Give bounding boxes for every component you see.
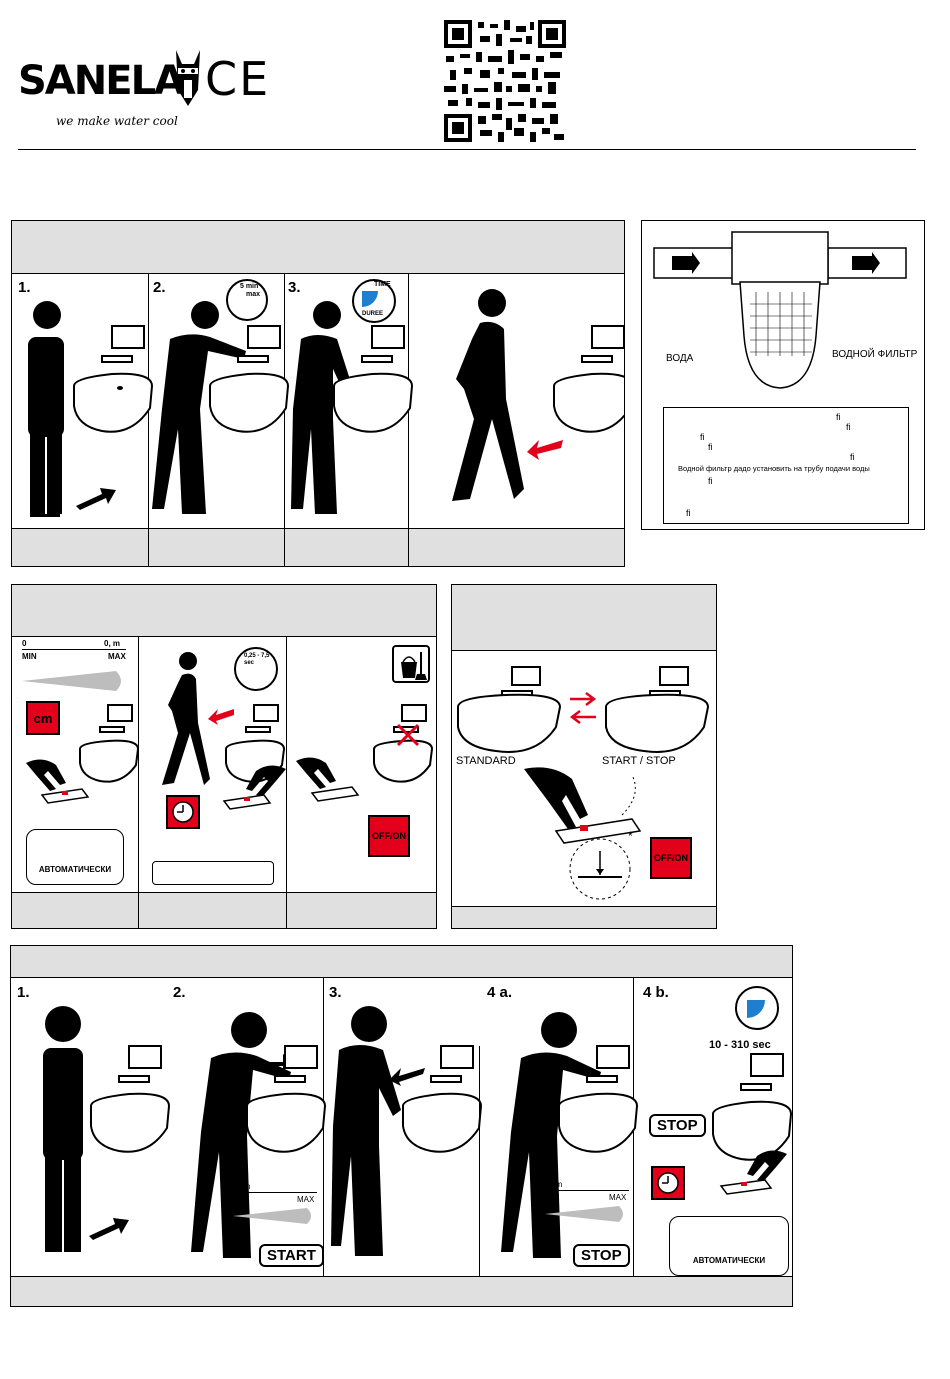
sensor-range-icon [545,1206,623,1222]
step-2-number: 2. [173,984,186,1001]
filter-note: Водной фильтр дадо установить на трубу п… [678,464,870,473]
ce-mark: CE [205,52,271,106]
standing-person-icon [43,1006,83,1252]
qr-code-icon [444,20,566,142]
basin-icon [90,1045,171,1153]
section-settings: 0 0, m MIN MAX cm АВТОМАТИЧЕСКИ 0,25 - 7… [11,584,437,929]
auto-note-box: АВТОМАТИЧЕСКИ [669,1216,789,1276]
basin-icon [712,1053,792,1161]
water-label: ВОДА [666,353,694,364]
standard-label: STANDARD [456,755,516,767]
basin-standard-icon [457,666,562,753]
swap-arrows-icon [569,692,597,724]
section-usage-steps: 1. 2. 3. 5 min max TI [11,220,625,567]
section-startstop-steps: 1. 2. 3. 4 a. 4 b. 5 cm MIN MAX START [10,945,793,1307]
dial-time-icon [735,986,779,1030]
washing-person-icon [331,1006,401,1256]
cleaning-bucket-icon [392,645,430,683]
arrow-forward-icon [389,1068,425,1086]
arrow-forward-icon [76,488,116,510]
step-1-number: 1. [18,279,31,296]
basin-icon [209,325,290,433]
stop-label: STOP [573,1244,630,1267]
reaching-person-icon [501,1012,601,1258]
hand-remote-icon [719,1150,787,1195]
arrow-forward-icon [89,1218,129,1240]
clock-icon [172,801,194,823]
reaching-person-icon [152,301,246,514]
clock-button[interactable] [166,795,200,829]
brand-name: SANELA [18,58,185,104]
clock-icon [657,1172,679,1194]
standing-person-icon [28,301,64,517]
sensor-range-icon [233,1208,311,1224]
step-2-number: 2. [153,279,166,296]
disabled-x-icon [396,723,420,747]
basin-icon [558,1045,639,1153]
header-rule [18,149,916,150]
basin-icon [373,704,434,783]
brand-tagline: we make water cool [56,114,178,128]
raccoon-logo-icon [176,50,200,106]
step-1-number: 1. [17,984,30,1001]
basin-icon [402,1045,483,1153]
offon-button[interactable]: OFF/ON [368,815,410,857]
time-range-label: 10 - 310 sec [709,1039,771,1051]
basin-icon [246,1045,327,1153]
walking-person-icon [452,289,524,501]
dial-time-icon: TIME DUREE [352,279,396,323]
start-label: START [259,1244,324,1267]
basin-icon [333,325,414,433]
auto-note-box: АВТОМАТИЧЕСКИ [26,829,124,885]
hand-remote-icon [524,767,642,844]
cm-button[interactable]: cm [26,701,60,735]
step-3-number: 3. [329,984,342,1001]
hand-remote-icon [222,765,286,810]
water-filter-icon [653,231,907,389]
clock-button[interactable] [651,1166,685,1200]
stop-label: STOP [649,1114,706,1137]
filter-panel: ВОДА ВОДНОЙ ФИЛЬТР ﬁ ﬁ ﬁ ﬁ ﬁ Водной филь… [641,220,925,530]
reaching-person-icon [191,1012,291,1258]
step-3-number: 3. [288,279,301,296]
arrow-away-icon [208,709,234,725]
filter-label: ВОДНОЙ ФИЛЬТР [832,349,918,360]
step-4b-number: 4 b. [643,984,669,1001]
dial-sec-icon: 0,25 - 7,5 sec [234,647,278,691]
hand-remote-icon [26,759,90,804]
arrow-away-icon [527,440,563,460]
brand-logo: SANELA we make water cool [18,50,208,128]
basin-startstop-icon [605,666,710,753]
basin-icon [79,704,140,783]
time-note-box [152,861,274,885]
filter-note-box: ﬁ ﬁ ﬁ ﬁ ﬁ Водной фильтр дадо установить … [663,407,909,524]
walking-person-icon [162,652,210,785]
range-bar [22,649,126,650]
detail-zoom-icon [569,838,631,900]
dial-5min-icon: 5 min max [226,279,268,321]
sensor-range-icon [22,671,121,691]
section-header [12,221,624,274]
hand-remote-icon [296,757,360,802]
offon-button[interactable]: OFF/ON [650,837,692,879]
startstop-label: START / STOP [602,755,676,767]
basin-icon [553,325,624,433]
step-4a-number: 4 a. [487,984,513,1001]
washing-person-icon [291,301,353,514]
basin-icon [73,325,154,433]
section-mode: STANDARD START / STOP * OFF/ON [451,584,717,929]
